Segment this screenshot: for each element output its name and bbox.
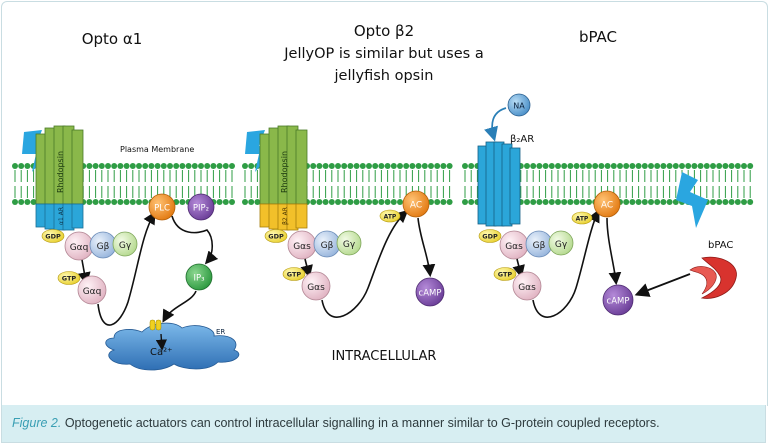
calcium-label: Ca²⁺	[150, 347, 172, 358]
g-beta-subunit: Gβ	[313, 230, 341, 258]
svg-text:Gγ: Gγ	[119, 241, 132, 251]
svg-text:PLC: PLC	[154, 204, 170, 214]
svg-text:GDP: GDP	[45, 233, 61, 241]
svg-text:cAMP: cAMP	[607, 297, 630, 307]
bpac-panel: NA β₂AR GDP Gαs	[477, 93, 737, 318]
svg-text:Gβ: Gβ	[321, 241, 334, 251]
svg-text:AC: AC	[601, 201, 613, 211]
svg-text:GTP: GTP	[62, 275, 77, 283]
signalling-diagram: Opto α1 Opto β2 JellyOP is similar but u…	[12, 22, 754, 371]
gtp-molecule: GTP	[57, 271, 81, 285]
g-alpha-s-active: Gαs	[301, 271, 331, 301]
g-alpha-s-bound: Gαs	[499, 230, 529, 260]
bpac-title: bPAC	[579, 28, 617, 46]
svg-text:Gαq: Gαq	[70, 243, 89, 253]
g-gamma-subunit: Gγ	[548, 230, 574, 256]
svg-text:ATP: ATP	[384, 214, 397, 221]
opto-b2-subtitle-line2: jellyfish opsin	[334, 68, 434, 84]
plasma-membrane-label: Plasma Membrane	[120, 145, 194, 154]
caption-text: Optogenetic actuators can control intrac…	[61, 416, 660, 430]
figure-caption: Figure 2. Optogenetic actuators can cont…	[1, 405, 766, 443]
g-gamma-subunit: Gγ	[112, 231, 138, 257]
lightning-bolt-icon	[676, 172, 708, 228]
svg-text:Gαs: Gαs	[307, 283, 325, 293]
g-beta-subunit: Gβ	[89, 231, 117, 259]
opto-b2-subtitle-line1: JellyOP is similar but uses a	[283, 46, 483, 62]
na-ligand: NA	[507, 93, 531, 117]
g-alpha-s-bound: Gαs	[287, 230, 317, 260]
g-beta-subunit: Gβ	[525, 230, 553, 258]
rhodopsin-label: Rhodopsin	[56, 151, 65, 193]
gdp-molecule: GDP	[41, 229, 65, 243]
diagram-panel: Opto α1 Opto β2 JellyOP is similar but u…	[1, 1, 768, 406]
opto-a1-title: Opto α1	[82, 30, 143, 48]
svg-text:AC: AC	[410, 201, 422, 211]
ip3-molecule: IP₃	[185, 263, 213, 291]
svg-text:Gαs: Gαs	[293, 242, 311, 252]
endoplasmic-reticulum: ER Ca²⁺	[105, 322, 240, 371]
svg-text:ER: ER	[216, 328, 225, 336]
g-alpha-q-active: Gαq	[77, 275, 107, 305]
a1ar-label: α1 AR	[58, 207, 65, 225]
svg-text:PIP₂: PIP₂	[193, 204, 209, 214]
svg-text:Gγ: Gγ	[343, 240, 356, 250]
adenylyl-cyclase: AC	[593, 190, 621, 218]
opto-b2-panel: Rhodopsin β2 AR GDP Gαs Gβ Gγ	[245, 125, 445, 318]
b2ar-receptor-label: β₂AR	[510, 134, 534, 145]
adenylyl-cyclase: AC	[402, 190, 430, 218]
g-alpha-s-active: Gαs	[512, 271, 542, 301]
svg-text:NA: NA	[513, 102, 525, 111]
svg-text:Gγ: Gγ	[555, 240, 568, 250]
bpac-protein-icon	[689, 256, 737, 299]
gtp-molecule: GTP	[282, 267, 306, 281]
g-gamma-subunit: Gγ	[336, 230, 362, 256]
caption-label: Figure 2.	[12, 416, 62, 430]
svg-text:Gαq: Gαq	[83, 287, 102, 297]
plc-enzyme: PLC	[148, 193, 176, 221]
pip2-molecule: PIP₂	[187, 193, 215, 221]
svg-text:ATP: ATP	[576, 216, 589, 223]
camp-molecule: cAMP	[415, 277, 445, 307]
gtp-molecule: GTP	[493, 267, 517, 281]
bpac-protein-label: bPAC	[708, 240, 733, 251]
g-alpha-q-bound: Gαq	[64, 231, 94, 261]
svg-text:cAMP: cAMP	[419, 289, 442, 299]
svg-text:GTP: GTP	[498, 271, 513, 279]
atp-molecule: ATP	[571, 211, 593, 225]
svg-text:GDP: GDP	[482, 233, 498, 241]
svg-text:GDP: GDP	[268, 233, 284, 241]
camp-molecule: cAMP	[602, 284, 634, 316]
plasma-membrane	[12, 163, 754, 205]
gdp-molecule: GDP	[478, 229, 502, 243]
ca-channel	[149, 319, 162, 331]
rhodopsin-label: Rhodopsin	[280, 151, 289, 193]
atp-molecule: ATP	[379, 209, 401, 223]
opto-b2-title: Opto β2	[354, 22, 414, 40]
b2-adrenergic-receptor	[477, 141, 521, 227]
b2ar-label: β2 AR	[282, 207, 289, 225]
opto-a1-panel: Rhodopsin α1 AR GDP Gαq Gβ Gγ	[22, 125, 240, 371]
svg-text:Gαs: Gαs	[505, 242, 523, 252]
svg-text:IP₃: IP₃	[193, 274, 204, 284]
intracellular-label: INTRACELLULAR	[332, 349, 437, 364]
gdp-molecule: GDP	[264, 229, 288, 243]
svg-text:Gβ: Gβ	[533, 241, 546, 251]
svg-text:GTP: GTP	[287, 271, 302, 279]
svg-text:Gαs: Gαs	[518, 283, 536, 293]
rhodopsin-receptor: Rhodopsin α1 AR	[35, 125, 84, 231]
rhodopsin-receptor: Rhodopsin β2 AR	[259, 125, 308, 231]
svg-text:Gβ: Gβ	[97, 242, 110, 252]
